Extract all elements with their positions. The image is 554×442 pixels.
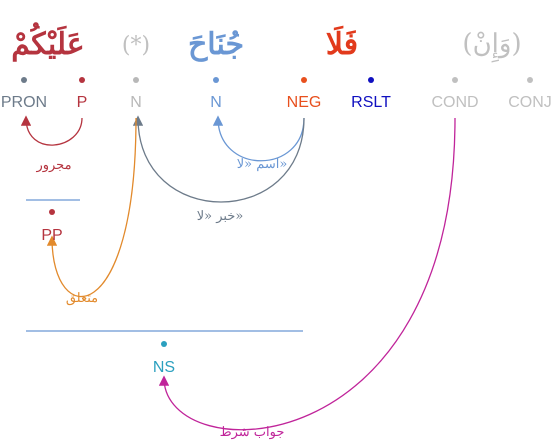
- phrase-ns: NS: [153, 359, 175, 376]
- dot-cond: [452, 77, 458, 83]
- word-alaykum: عَلَيْكُمْ: [11, 22, 84, 62]
- tag-p: P: [77, 94, 88, 111]
- dot-neg: [301, 77, 307, 83]
- tag-n: N: [210, 94, 222, 111]
- arc-mutaalliq: [46, 117, 137, 298]
- word-wa-in: (وَإِنْ): [462, 29, 521, 63]
- tag-n-hidden: N: [130, 94, 142, 111]
- arc-ism-la: [212, 115, 305, 162]
- tag-rslt: RSLT: [351, 94, 391, 111]
- phrase-pp: PP: [41, 227, 62, 244]
- tag-conj: CONJ: [508, 94, 552, 111]
- dot-n-hidden: [133, 77, 139, 83]
- dot-n: [213, 77, 219, 83]
- arc-jawab-shart: [158, 117, 456, 431]
- label-ism-la: اسم «لا»: [237, 157, 288, 172]
- tag-pron: PRON: [1, 94, 47, 111]
- dot-ns: [161, 341, 167, 347]
- word-fala: فَلَا: [326, 25, 358, 62]
- arc-khabar-la: [132, 115, 305, 203]
- word-junah: جُنَاحَ: [188, 27, 244, 62]
- word-hidden-subject: (*): [122, 33, 150, 58]
- label-jawab-shart: جواب شرط: [220, 425, 285, 440]
- tag-cond: COND: [431, 94, 478, 111]
- tag-neg: NEG: [287, 94, 322, 111]
- label-majrur: مجرور: [35, 158, 71, 173]
- label-khabar-la: خبر «لا»: [197, 209, 244, 224]
- arc-majrur: [20, 115, 83, 146]
- dot-pp: [49, 209, 55, 215]
- dot-pron: [21, 77, 27, 83]
- label-mutaalliq: متعلق: [66, 291, 98, 306]
- dot-rslt: [368, 77, 374, 83]
- dot-conj: [527, 77, 533, 83]
- dot-p: [79, 77, 85, 83]
